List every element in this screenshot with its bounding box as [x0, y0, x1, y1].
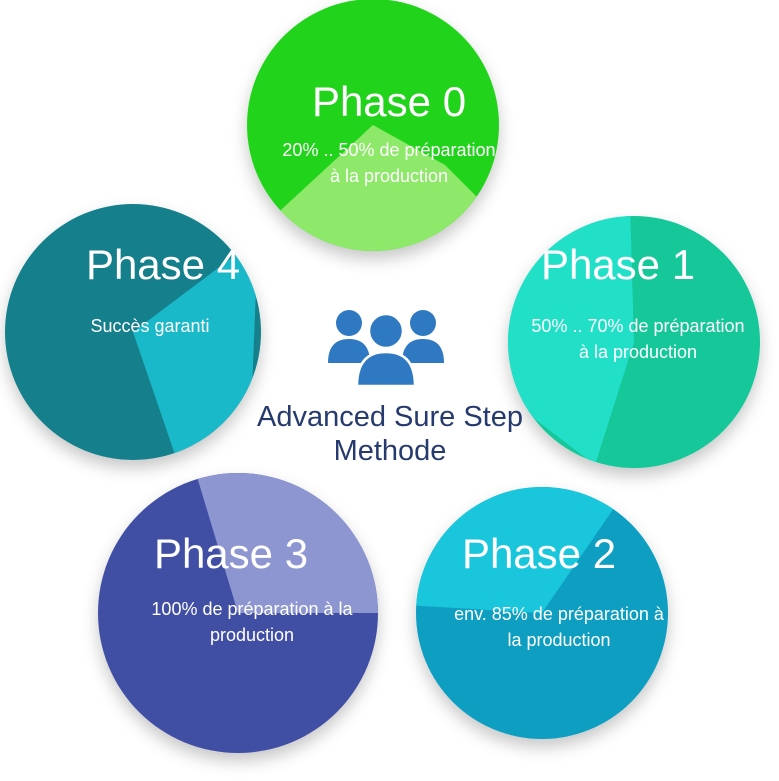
- center-title-line-1: Advanced Sure Step: [256, 401, 523, 433]
- phase-1-title: Phase 1: [540, 241, 696, 288]
- center-title: Advanced Sure Step Methode: [210, 400, 570, 468]
- people-group-icon: [328, 310, 444, 388]
- center-title-line-2: Methode: [333, 435, 447, 467]
- phase-2-description: env. 85% de préparation à la production: [454, 604, 664, 650]
- phase-0-circle: [247, 0, 499, 251]
- phase-0-description: 20% .. 50% de préparation à la productio…: [282, 140, 496, 186]
- phase-4-circle: [5, 204, 261, 460]
- phase-3-title: Phase 3: [153, 530, 309, 577]
- phase-4-title: Phase 4: [85, 241, 241, 288]
- phase-3-description: 100% de préparation à la production: [151, 599, 353, 645]
- phase-4-description: Succès garanti: [90, 316, 210, 336]
- phase-1-description: 50% .. 70% de préparation à la productio…: [531, 316, 745, 362]
- phase-0-title: Phase 0: [311, 78, 467, 125]
- phase-2-title: Phase 2: [461, 530, 617, 577]
